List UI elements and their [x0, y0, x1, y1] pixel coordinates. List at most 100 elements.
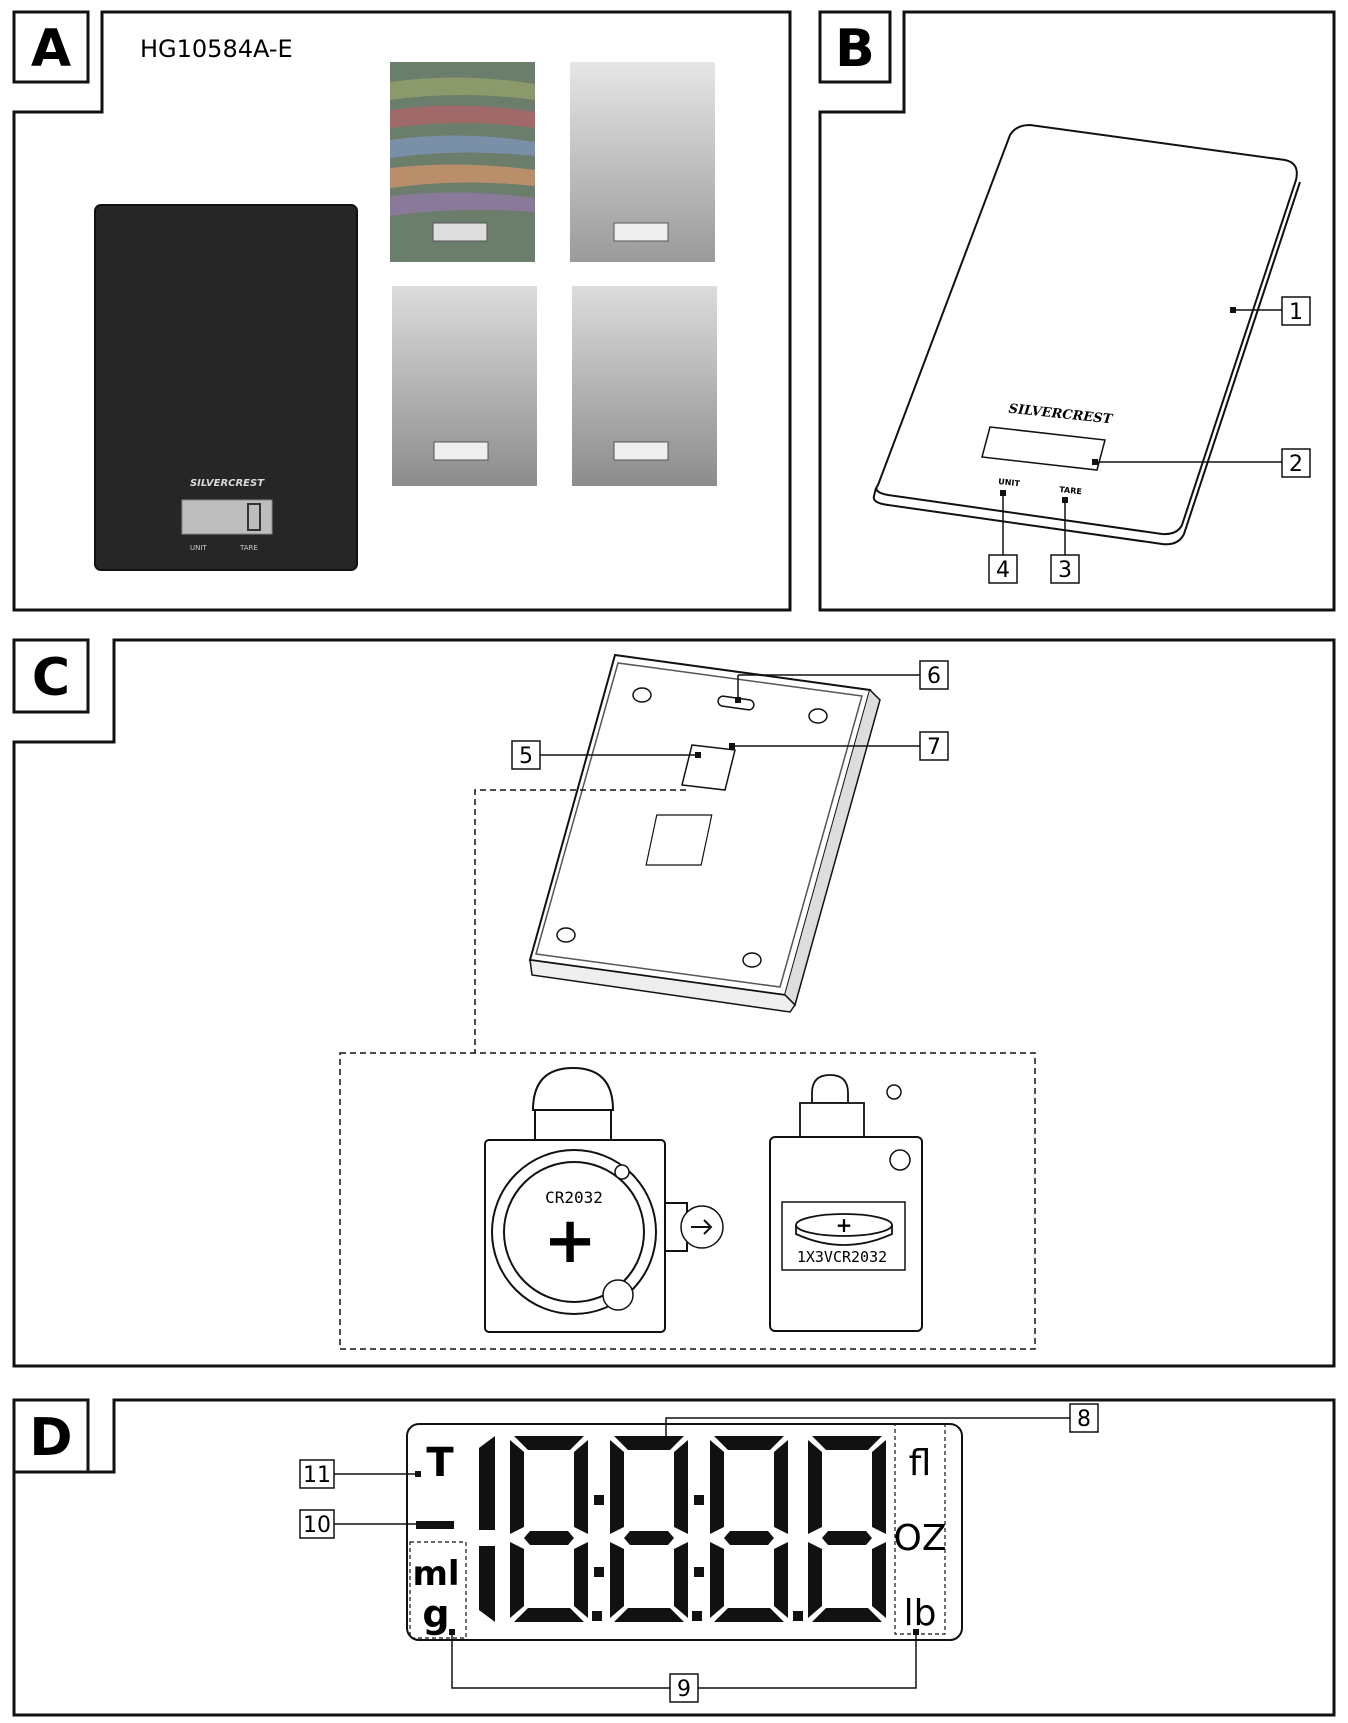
callout-dot-2 — [1092, 459, 1098, 465]
lcd-digits — [510, 1436, 886, 1622]
lcd-digit-3-seg-e — [610, 1542, 624, 1618]
scale-outline-edge — [872, 181, 1301, 546]
lcd-digit-2-seg-f — [510, 1440, 524, 1534]
callout-dot-1 — [1230, 307, 1236, 313]
callout-dot-3 — [1062, 497, 1068, 503]
lcd-unit-g: g — [422, 1592, 449, 1636]
lcd-digit-2-seg-d — [514, 1608, 584, 1622]
lcd-digit-5-seg-e — [808, 1542, 822, 1618]
callout-label-1: 1 — [1289, 300, 1303, 325]
callout-label-10: 10 — [303, 1513, 331, 1538]
lcd-digit-1-lower — [479, 1546, 495, 1622]
panel-a: A HG10584A-E SILVERCREST UNIT TARE — [12, 10, 792, 612]
panel-b-letter: B — [835, 19, 875, 79]
lcd-digit-2-seg-a — [514, 1436, 584, 1450]
callout-box-4 — [988, 554, 1018, 584]
panel-c-badge — [12, 638, 90, 714]
lcd-digit-4-seg-d — [714, 1608, 784, 1622]
lcd-digit-5-seg-a — [812, 1436, 882, 1450]
slide-arrow-icon — [691, 1219, 713, 1235]
battery-holder-closed: + 1X3VCR2032 — [769, 1074, 923, 1332]
callout-box-5 — [511, 740, 541, 770]
panel-a-badge — [12, 10, 90, 84]
panel-d: D T ml g fl OZ lb 8 9 10 — [12, 1398, 1336, 1717]
lcd-digit-4-seg-b — [774, 1440, 788, 1534]
panel-b-frame — [818, 10, 1336, 612]
detail-leader — [474, 789, 686, 1053]
callout-dot-9-right — [913, 1629, 919, 1635]
scale-outline-display — [981, 426, 1106, 471]
lcd-digit-4-seg-g — [724, 1531, 774, 1545]
scale-stripe — [390, 192, 535, 216]
holder-screw-plus — [602, 1279, 634, 1311]
scale-black-display-digit — [247, 503, 261, 531]
lcd-digit-4-seg-f — [710, 1440, 724, 1534]
battery-detail-box — [339, 1052, 1036, 1350]
closed-coin-cell-side — [795, 1225, 893, 1246]
scale-stripe — [390, 77, 535, 100]
scale-outline: SILVERCREST UNIT TARE — [872, 123, 1301, 546]
callout-label-9: 9 — [677, 1677, 691, 1702]
callout-box-3 — [1050, 554, 1080, 584]
closed-coin-cell-plus-sign: + — [836, 1213, 853, 1237]
panel-d-badge — [12, 1398, 90, 1474]
foot — [556, 927, 576, 943]
callout-box-1 — [1281, 296, 1311, 326]
callout-dot-8 — [663, 1437, 669, 1443]
closed-holder-latch-base — [799, 1102, 865, 1138]
scale-stripe — [390, 105, 535, 128]
model-number: HG10584A-E — [140, 35, 293, 63]
lcd-tare-symbol: T — [426, 1440, 454, 1486]
scale-silver-3-display — [613, 441, 669, 461]
lcd-digit-3-seg-d — [614, 1608, 684, 1622]
lcd-digit-4-seg-e — [710, 1542, 724, 1618]
callout-dot-11 — [415, 1471, 421, 1477]
lcd-digit-3-seg-f — [610, 1440, 624, 1534]
scale-stripe — [390, 164, 535, 188]
callout-dot-7 — [729, 743, 735, 749]
scale-black-tare-label: TARE — [239, 544, 258, 552]
battery-spec-label: 1X3VCR2032 — [797, 1248, 887, 1266]
panel-a-letter: A — [31, 19, 71, 79]
callout-line-9-left — [451, 1632, 670, 1689]
lcd-digit-4-seg-c — [774, 1542, 788, 1618]
scale-black: SILVERCREST UNIT TARE — [94, 204, 358, 571]
closed-holder-latch — [811, 1074, 849, 1104]
callout-box-11 — [299, 1459, 335, 1489]
coin-cell-type-label: CR2032 — [545, 1188, 603, 1207]
callout-label-7: 7 — [927, 735, 941, 760]
lcd-unit-box-right — [894, 1423, 946, 1635]
foot — [742, 952, 762, 968]
callout-box-6 — [919, 660, 949, 690]
callout-line-9-right — [698, 1632, 917, 1689]
lcd-digit-5-seg-c — [872, 1542, 886, 1618]
callout-line-8 — [665, 1417, 1070, 1440]
holder-latch-base — [534, 1109, 612, 1141]
lcd-digit-4-seg-a — [714, 1436, 784, 1450]
lcd-decimal-1 — [592, 1611, 602, 1621]
callout-label-11: 11 — [303, 1463, 331, 1488]
callout-label-8: 8 — [1077, 1407, 1091, 1432]
holder-screw-top — [614, 1164, 630, 1180]
coin-cell — [503, 1161, 645, 1303]
underside-inner-rim — [535, 662, 863, 988]
panel-b-badge — [818, 10, 892, 84]
lcd-digit-5-seg-g — [822, 1531, 872, 1545]
panel-c-letter: C — [32, 648, 70, 708]
lcd-digit-5-seg-f — [808, 1440, 822, 1534]
battery-holder-open: CR2032 + — [484, 1066, 724, 1333]
battery-compartment — [681, 744, 736, 791]
scale-silver-2-display — [433, 441, 489, 461]
lcd-decimal-3 — [793, 1611, 803, 1621]
scale-striped — [390, 62, 535, 262]
lcd-digit-1-upper — [479, 1436, 495, 1530]
panel-d-frame — [12, 1398, 1336, 1717]
scale-underside — [528, 653, 881, 1013]
scale-silver-2 — [392, 286, 537, 486]
tare-button-label: TARE — [1059, 485, 1082, 496]
panel-b: B SILVERCREST UNIT TARE 1 2 3 4 — [818, 10, 1336, 612]
callout-box-2 — [1281, 448, 1311, 478]
lcd-colon-1-top — [594, 1495, 604, 1505]
scale-striped-display — [432, 222, 488, 242]
weight-sensor-pad — [645, 814, 713, 866]
